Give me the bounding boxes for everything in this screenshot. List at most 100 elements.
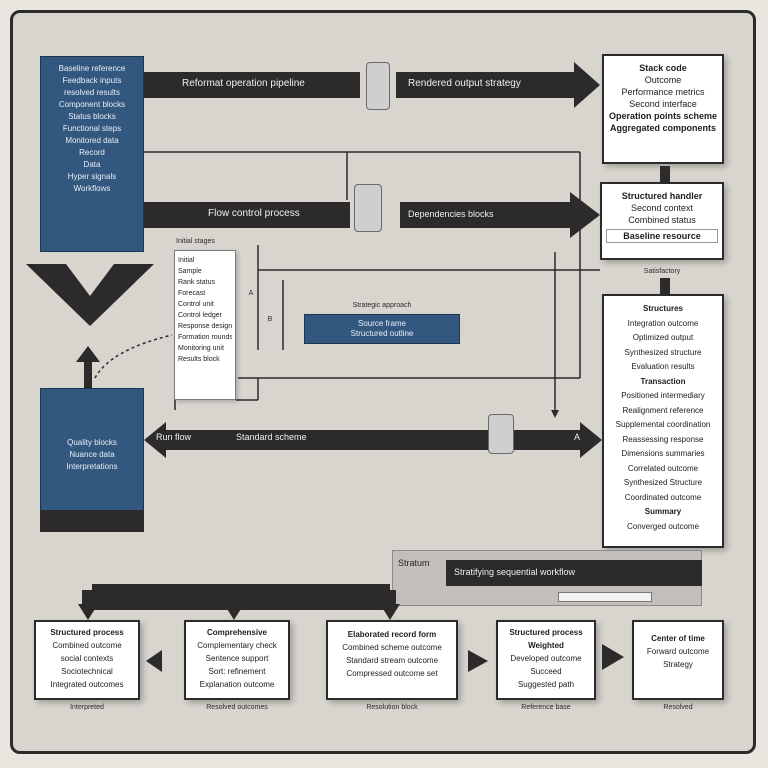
card-line: Structured process xyxy=(509,628,583,637)
card-line: social contexts xyxy=(60,654,114,663)
card-line: Correlated outcome xyxy=(627,463,699,473)
card-line: Synthesized structure xyxy=(624,347,702,357)
card-line: Outcome xyxy=(644,75,682,85)
card-line: Comprehensive xyxy=(206,628,268,637)
outcome-caption: Resolution block xyxy=(366,704,418,711)
card-line: Realignment reference xyxy=(622,405,704,415)
card-line: Succeed xyxy=(530,667,562,676)
panel-line: Control unit xyxy=(178,301,214,308)
double-arrow-bar xyxy=(144,422,602,458)
small-mark: A xyxy=(248,290,254,297)
blue-bar-line: Source frame xyxy=(357,319,407,328)
connector-plug-icon xyxy=(488,414,514,454)
card-line: Second interface xyxy=(629,99,697,109)
card-line: Strategy xyxy=(663,660,693,669)
panel-caption: Initial stages xyxy=(176,238,215,245)
arrow-down-icon xyxy=(380,590,400,620)
blue-block-line: Baseline reference xyxy=(58,64,126,73)
card-line: Synthesized Structure xyxy=(623,478,703,487)
arrow-right-icon xyxy=(602,644,624,670)
small-mark: B xyxy=(267,316,273,323)
card-line: Stack code xyxy=(639,63,687,73)
blue-block-line: Hyper signals xyxy=(67,172,117,181)
card-line: Baseline resource xyxy=(606,229,718,243)
result-card-2: Structured handler Second context Combin… xyxy=(600,182,724,260)
card-line: Complementary check xyxy=(197,641,277,650)
card-line: Evaluation results xyxy=(631,362,695,371)
card-line: Integrated outcomes xyxy=(50,680,124,689)
blue-block-line: Component blocks xyxy=(58,100,126,109)
arrow-bar-mid-right: Dependencies blocks xyxy=(400,202,546,228)
blue-block-line: Data xyxy=(83,160,101,169)
card-line: Dimensions summaries xyxy=(621,449,705,458)
strategy-blue-bar: Source frame Structured outline xyxy=(304,314,460,344)
arrow-down-icon xyxy=(78,590,98,620)
panel-line: Forecast xyxy=(178,290,206,297)
blue-bar-caption: Strategic approach xyxy=(352,302,412,309)
blue-block-top: Baseline reference Feedback inputs resol… xyxy=(40,56,144,252)
dashed-connector xyxy=(94,334,173,379)
blue-block-line: resolved results xyxy=(63,88,121,97)
card-line: Suggested path xyxy=(517,680,575,689)
outcome-caption: Reference base xyxy=(521,704,571,711)
card-line: Integration outcome xyxy=(627,318,699,328)
card-line: Weighted xyxy=(528,641,564,650)
blue-block-line: Functional steps xyxy=(62,124,122,133)
panel-line: Formation rounds xyxy=(178,334,232,341)
blue-block-footer xyxy=(40,510,144,532)
outcome-caption: Resolved xyxy=(663,704,693,711)
card-line: Transaction xyxy=(640,376,686,386)
card-line: Summary xyxy=(644,507,682,516)
panel-line: Monitoring unit xyxy=(178,345,224,352)
card-link xyxy=(660,166,670,182)
card-line: Sentence support xyxy=(205,654,269,663)
panel-line: Rank status xyxy=(178,279,215,286)
arrow-left-icon xyxy=(146,650,162,672)
blue-block-line: Record xyxy=(79,148,105,157)
blue-block-line: Nuance data xyxy=(69,450,115,459)
blue-block-line: Feedback inputs xyxy=(62,76,122,85)
panel-line: Control ledger xyxy=(178,312,222,319)
main-arrow-center-label: Standard scheme xyxy=(236,432,307,442)
panel-line: Results block xyxy=(178,356,220,363)
outcome-card-5: Center of time Forward outcome Strategy xyxy=(632,620,724,700)
arrow-right-icon xyxy=(554,62,600,108)
bottom-header-title: Stratifying sequential workflow xyxy=(446,560,702,586)
outcome-card-3: Elaborated record form Combined scheme o… xyxy=(326,620,458,700)
chevron-down-icon xyxy=(26,264,154,326)
card-line: Combined status xyxy=(628,215,696,225)
card-line: Center of time xyxy=(651,634,705,643)
blue-block-line: Monitored data xyxy=(65,136,119,145)
bottom-header-label: Stratum xyxy=(398,558,430,568)
blue-block-lower: Quality blocks Nuance data Interpretatio… xyxy=(40,388,144,532)
card-line: Developed outcome xyxy=(510,654,582,663)
arrow-right-icon xyxy=(544,192,600,238)
progress-track xyxy=(558,592,652,602)
blue-block-line: Interpretations xyxy=(66,462,118,471)
card-line: Sort: refinement xyxy=(208,667,266,676)
card-line: Converged outcome xyxy=(626,521,700,531)
result-card-3: Structures Integration outcome Optimized… xyxy=(602,294,724,548)
card-line: Coordinated outcome xyxy=(624,492,702,502)
connector-plug-icon xyxy=(354,184,382,232)
outcome-caption: Resolved outcomes xyxy=(206,704,268,711)
card-line: Positioned intermediary xyxy=(621,391,705,400)
card-line: Second context xyxy=(630,203,694,213)
card-line: Supplemental coordination xyxy=(615,420,711,429)
arrow-right-icon xyxy=(468,650,488,672)
main-arrow-badge: A xyxy=(574,432,581,442)
outcome-card-4: Structured process Weighted Developed ou… xyxy=(496,620,596,700)
panel-line: Response design xyxy=(178,323,232,330)
arrow-up-icon xyxy=(76,346,100,388)
card-line: Structured handler xyxy=(621,191,703,201)
card-line: Structured process xyxy=(50,628,124,637)
outcome-card-1: Structured process Combined outcome soci… xyxy=(34,620,140,700)
card-line: Operation points scheme xyxy=(608,111,718,121)
blue-block-line: Workflows xyxy=(73,184,111,193)
blue-bar-line: Structured outline xyxy=(350,329,414,338)
card-line: Reassessing response xyxy=(622,434,704,444)
blue-block-line: Quality blocks xyxy=(67,438,117,447)
result-card-1: Stack code Outcome Performance metrics S… xyxy=(602,54,724,164)
stage-panel: Initial Sample Rank status Forecast Cont… xyxy=(174,250,236,400)
card-line: Aggregated components xyxy=(609,123,716,133)
